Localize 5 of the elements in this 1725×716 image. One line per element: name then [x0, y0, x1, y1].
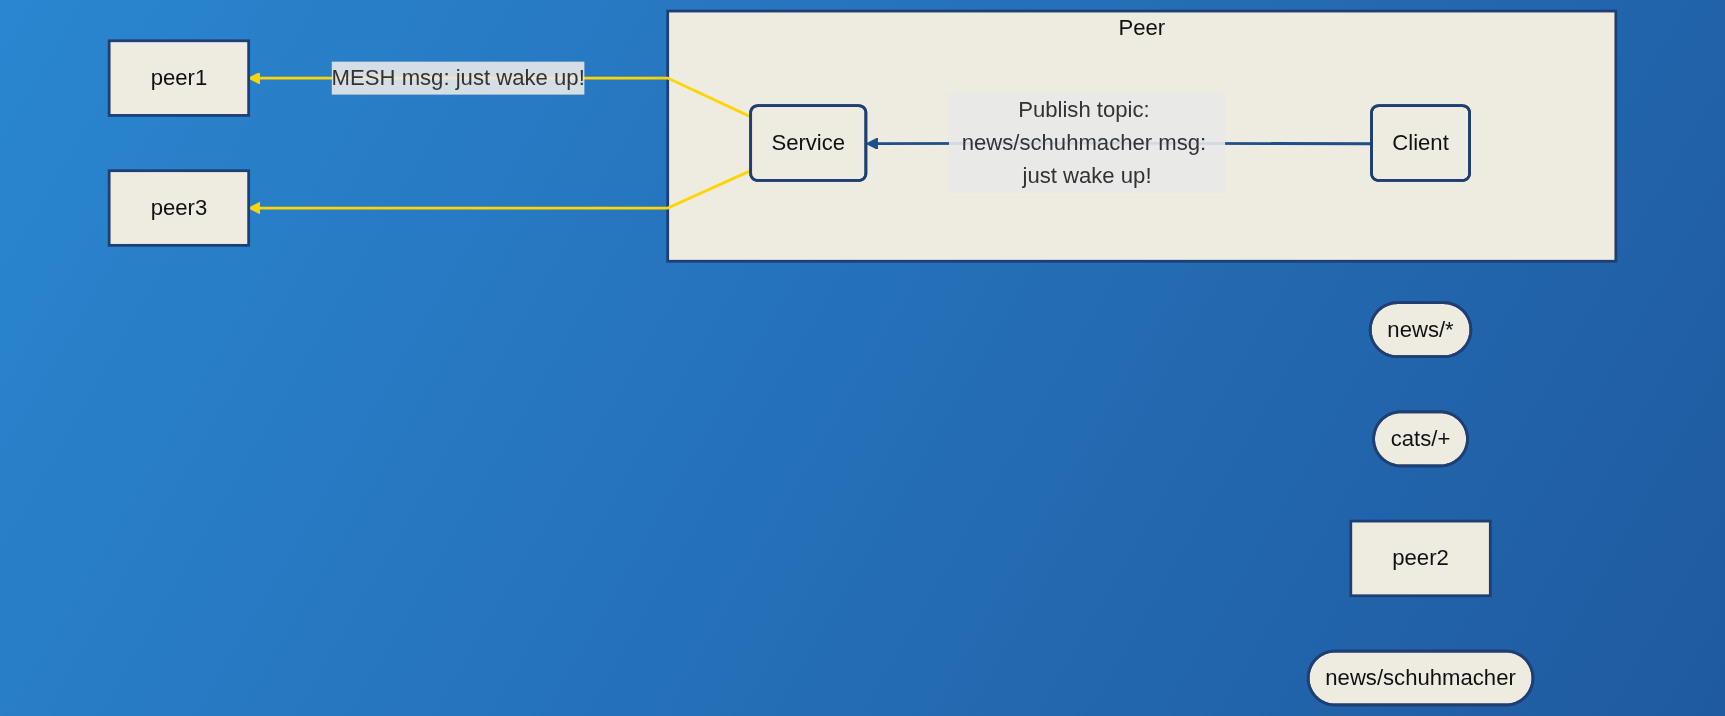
node-box: peer2 [1349, 519, 1492, 598]
edge-label: MESH msg: just wake up! [331, 65, 585, 90]
node-box: peer1 [107, 39, 251, 117]
edge-label: Publish topic: news/schuhmacher msg: just wake up! [961, 97, 1207, 188]
node-box: peer3 [107, 169, 251, 247]
